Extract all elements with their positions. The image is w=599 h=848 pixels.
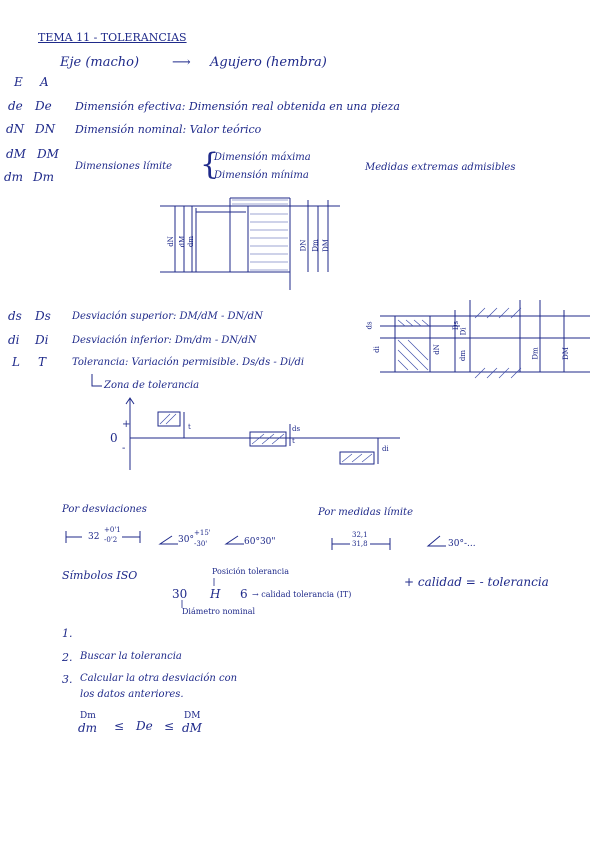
iso-formula: + calidad = - tolerancia: [404, 575, 549, 589]
symbol-A: A: [40, 75, 49, 89]
lim-sym-dM: dM: [6, 147, 26, 161]
symbol-E: E: [14, 75, 23, 89]
ex2-up: +15': [194, 529, 211, 537]
ex5: 30°-...: [448, 539, 476, 549]
lim-sym-Dm: Dm: [33, 170, 54, 184]
ineq-mid: De: [136, 719, 153, 733]
zone-label-t1: t: [188, 423, 191, 431]
fig2-label-ds: ds: [365, 321, 374, 330]
step-3b-text: los datos anteriores.: [80, 689, 184, 700]
ex3: 60°30": [244, 537, 276, 547]
dev-sym-ds: ds: [8, 309, 22, 323]
step-3-text: Calcular la otra desviación con: [80, 673, 238, 684]
def-sym-dN: dN: [6, 122, 25, 136]
dev-sym-Ds: Ds: [35, 309, 51, 323]
lim-min: Dimensión mínima: [214, 170, 309, 181]
fig2-label-dm: dm: [459, 349, 468, 362]
ex2-val: 30°: [178, 535, 194, 545]
eje-label: Eje (macho): [60, 55, 140, 70]
arrow-icon: ⟶: [172, 55, 191, 70]
agujero-label: Agujero (hembra): [210, 55, 327, 70]
dev-sym-L: L: [12, 355, 20, 369]
step-1-num: 1.: [62, 627, 73, 640]
fig1-label-dm: dm: [187, 235, 196, 248]
def-sym-De: De: [35, 99, 52, 113]
fig1-label-DM: DM: [321, 239, 330, 252]
ex4-up: 32,1: [352, 531, 368, 539]
lim-label: Dimensiones límite: [75, 161, 173, 172]
fig1-label-Dm: Dm: [311, 239, 320, 252]
ex1-val: 32: [88, 532, 100, 542]
lim-sym-dm: dm: [4, 170, 24, 184]
zone-zero: 0: [110, 431, 118, 445]
zona-label: Zona de tolerancia: [104, 380, 200, 391]
ineq-bottom-left: dm: [78, 721, 98, 735]
step-2-num: 2.: [62, 651, 73, 664]
def-sym-DN: DN: [35, 122, 56, 136]
step-2-text: Buscar la tolerancia: [80, 651, 182, 662]
dev-text-inferior: Desviación inferior: Dm/dm - DN/dN: [72, 335, 257, 346]
ineq-top-left: Dm: [80, 711, 96, 721]
def-text-efectiva: Dimensión efectiva: Dimensión real obten…: [75, 100, 400, 113]
fig2-label-Dm: Dm: [531, 347, 540, 360]
zone-label-t3: t: [292, 437, 295, 445]
iso-label: Símbolos ISO: [62, 569, 138, 582]
dev-text-tolerancia: Tolerancia: Variación permisible. Ds/ds …: [72, 357, 305, 368]
fig1-label-dN: dN: [166, 236, 175, 247]
zone-label-ds: ds: [292, 425, 301, 433]
fig1-label-DN: DN: [299, 239, 308, 252]
dev-text-superior: Desviación superior: DM/dM - DN/dN: [72, 311, 263, 322]
fig2-label-di: di: [372, 346, 381, 353]
ineq-top-right: DM: [184, 711, 201, 721]
ex4-down: 31,8: [352, 540, 368, 548]
dev-sym-di: di: [8, 333, 20, 347]
ineq-bottom-right: dM: [182, 721, 202, 735]
iso-diametro: Diámetro nominal: [182, 607, 256, 616]
por-medidas: Por medidas límite: [318, 507, 413, 518]
lim-max: Dimensión máxima: [214, 152, 311, 163]
iso-grade: 6: [240, 587, 248, 601]
iso-num: 30: [172, 587, 188, 601]
zone-minus: -: [122, 443, 126, 454]
iso-posicion: Posición tolerancia: [212, 567, 289, 576]
fig2-label-dN: dN: [432, 344, 441, 355]
dev-sym-Di: Di: [35, 333, 49, 347]
dev-sym-T: T: [38, 355, 47, 369]
zone-plus: +: [122, 419, 131, 430]
fig2-label-DM: DM: [561, 347, 570, 360]
ex1-up: +0'1: [104, 526, 121, 534]
iso-calidad: → calidad tolerancia (IT): [252, 590, 352, 599]
por-desviaciones: Por desviaciones: [62, 504, 147, 515]
step-3-num: 3.: [62, 673, 73, 686]
def-text-nominal: Dimensión nominal: Valor teórico: [75, 123, 262, 136]
fig2-label-Di: Di: [459, 327, 468, 336]
brace-icon: {: [200, 147, 220, 182]
iso-letter: H: [210, 587, 221, 601]
lim-sym-DM: DM: [37, 147, 59, 161]
zone-label-di: di: [382, 445, 389, 453]
ex1-down: -0'2: [104, 536, 118, 544]
lim-note: Medidas extremas admisibles: [365, 162, 516, 173]
page-title: TEMA 11 - TOLERANCIAS: [38, 31, 187, 44]
ex2-down: -30': [194, 540, 208, 548]
ineq-le1: ≤: [114, 719, 125, 733]
fig1-label-dM: dM: [178, 235, 187, 248]
ineq-le2: ≤: [164, 719, 175, 733]
def-sym-de: de: [8, 99, 23, 113]
